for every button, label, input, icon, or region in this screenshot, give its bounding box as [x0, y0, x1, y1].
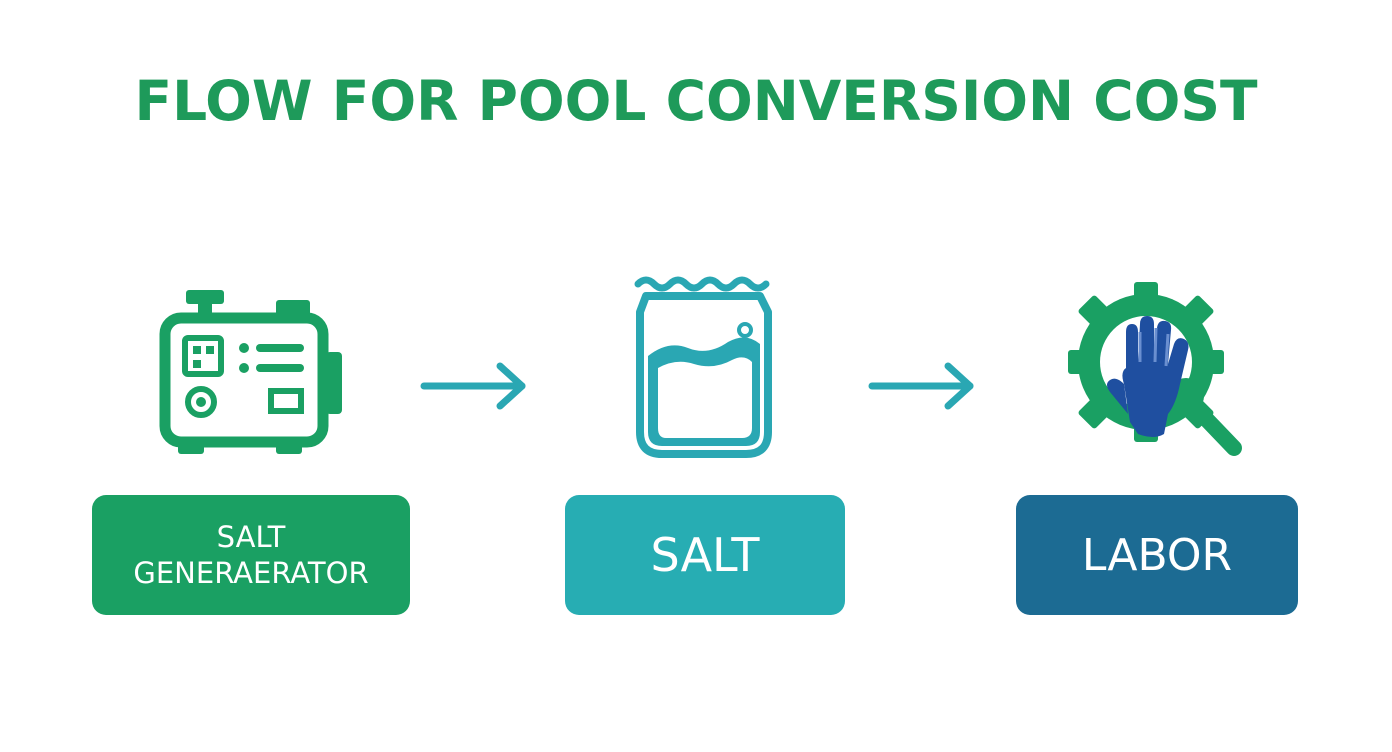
labor-label: LABOR — [1016, 495, 1298, 615]
salt-generator-icon — [159, 290, 342, 454]
labor-label-text: LABOR — [1081, 529, 1233, 581]
arrow-right-icon — [420, 362, 526, 410]
salt-generator-label-line2: GENERAERATOR — [133, 556, 369, 590]
salt-generator-label: SALT GENERAERATOR — [92, 495, 410, 615]
salt-bag-icon — [634, 276, 772, 458]
gear-glove-wrench-icon — [1068, 282, 1242, 456]
diagram-title: FLOW FOR POOL CONVERSION COST — [134, 69, 1258, 133]
salt-label: SALT — [565, 495, 845, 615]
salt-generator-label-line1: SALT — [216, 520, 286, 554]
arrow-right-icon — [868, 362, 974, 410]
salt-label-text: SALT — [650, 528, 760, 582]
